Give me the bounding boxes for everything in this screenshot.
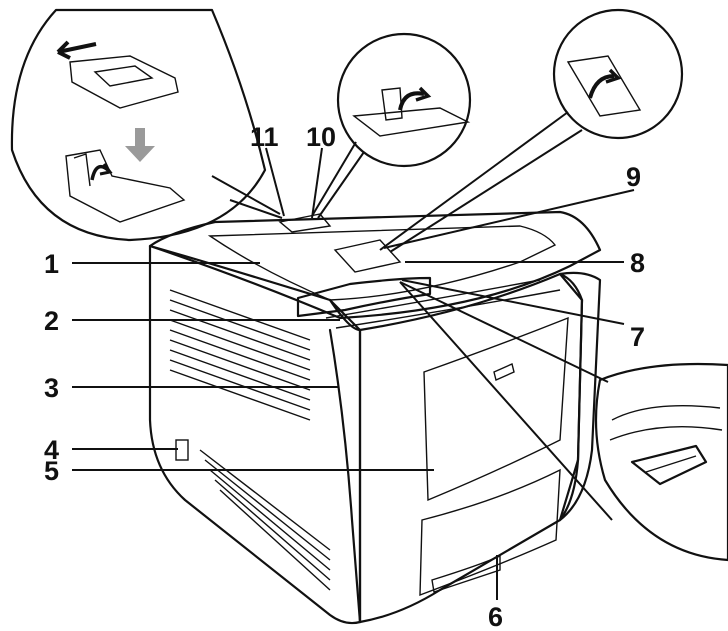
callout-3: 3 (44, 373, 59, 403)
leader-lines (72, 111, 635, 600)
front-stopper-detail (552, 8, 684, 140)
callout-8: 8 (630, 248, 645, 278)
rear-paper-stopper-detail (10, 8, 267, 242)
callout-9: 9 (626, 162, 641, 192)
callout-11: 11 (250, 122, 279, 152)
callout-2: 2 (44, 306, 59, 336)
front-cover-lever-detail (594, 362, 728, 562)
callout-4: 4 (44, 435, 59, 465)
callout-1: 1 (44, 249, 59, 279)
callout-6: 6 (488, 602, 503, 631)
top-stopper-detail (336, 32, 472, 168)
callout-labels: 1 2 3 4 5 6 7 8 9 10 11 (44, 122, 645, 631)
callout-5: 5 (44, 456, 59, 486)
callout-7: 7 (630, 322, 645, 352)
printer-body (148, 210, 602, 625)
callout-10: 10 (306, 122, 336, 152)
side-vents (169, 289, 331, 591)
